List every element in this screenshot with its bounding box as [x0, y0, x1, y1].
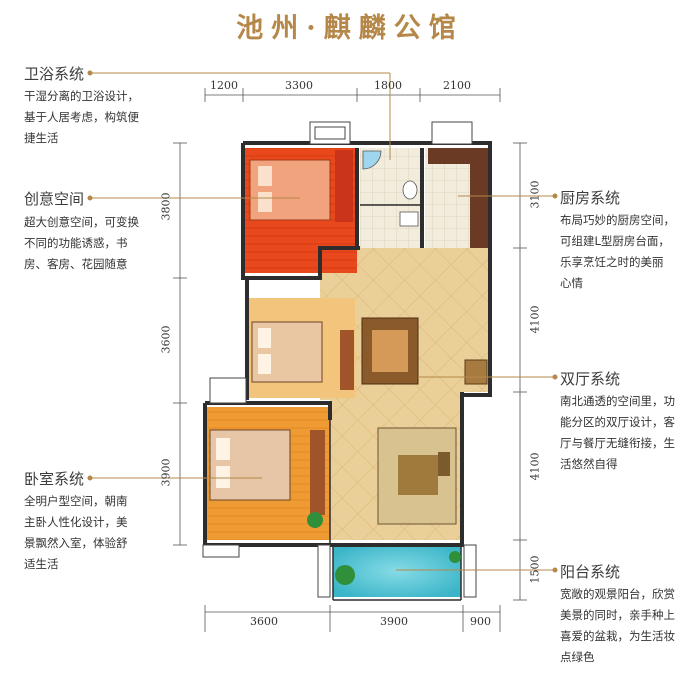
leader-dots	[87, 70, 558, 573]
bed-creative-room	[249, 150, 353, 222]
balcony-floor	[333, 545, 461, 597]
section-text-line: 房、客房、花园随意	[24, 257, 128, 271]
section-title-double-hall: 双厅系统	[560, 370, 621, 388]
bed-master-bedroom	[209, 429, 325, 515]
dimension-lines-bottom	[204, 605, 501, 632]
dimension-label-bottom: 3600	[250, 615, 278, 628]
section-text-line: 基于人居考虑，构筑便	[24, 110, 139, 124]
section-text-line: 活悠然自得	[560, 457, 618, 471]
balcony-plants	[307, 512, 461, 585]
section-text-line: 心情	[560, 276, 583, 290]
dimension-label-left: 3800	[159, 192, 173, 221]
dimension-lines-top	[204, 88, 501, 102]
section-text-line: 布局巧妙的厨房空间，	[560, 213, 675, 227]
section-text-line: 适生活	[24, 557, 59, 571]
dimension-label-bottom: 900	[470, 615, 491, 628]
dimension-lines-right	[513, 142, 527, 601]
section-text-line: 厅与餐厅无缝衔接，生	[560, 436, 675, 450]
section-title-creative-space: 创意空间	[24, 190, 85, 208]
section-title-kitchen: 厨房系统	[560, 189, 621, 207]
dimension-label-top: 3300	[285, 79, 313, 92]
section-text-line: 乐享烹饪之时的美丽	[560, 255, 664, 269]
bathroom-fixtures	[362, 150, 419, 227]
windows	[202, 121, 477, 598]
section-text-line: 主卧人性化设计，美	[24, 515, 128, 529]
section-text-line: 能分区的双厅设计，客	[560, 415, 675, 429]
section-text-balcony: 宽敞的观景阳台，欣赏 美景的同时，亲手种上 喜爱的盆栽，为生活妆 点绿色	[560, 584, 675, 668]
dimension-label-left: 3900	[159, 458, 173, 487]
section-text-line: 可组建L型厨房台面，	[560, 234, 670, 248]
dimension-label-right: 4100	[528, 452, 542, 481]
kitchen-counters	[428, 148, 488, 248]
section-text-line: 景飘然入室，体验舒	[24, 536, 128, 550]
section-text-line: 超大创意空间，可变换	[24, 215, 139, 229]
section-title-balcony: 阳台系统	[560, 563, 621, 581]
section-text-line: 点绿色	[560, 650, 595, 664]
dimension-label-top: 1800	[374, 79, 402, 92]
page-title: 池州·麒麟公馆	[236, 13, 464, 44]
section-text-creative-space: 超大创意空间，可变换 不同的功能诱惑，书 房、客房、花园随意	[24, 212, 139, 275]
leader-lines	[90, 72, 555, 571]
dining-table	[361, 317, 419, 385]
section-text-line: 宽敞的观景阳台，欣赏	[560, 587, 675, 601]
dimension-label-right: 1500	[528, 555, 542, 584]
dimension-label-right: 3100	[528, 180, 542, 209]
bed-second-bedroom	[251, 321, 354, 390]
section-text-kitchen: 布局巧妙的厨房空间， 可组建L型厨房台面， 乐享烹饪之时的美丽 心情	[560, 210, 675, 294]
section-text-bathroom: 干湿分离的卫浴设计， 基于人居考虑，构筑便 捷生活	[24, 86, 139, 149]
dimension-label-left: 3600	[159, 325, 173, 354]
dimension-lines-left	[173, 142, 187, 546]
dimension-label-bottom: 3900	[380, 615, 408, 628]
section-text-line: 不同的功能诱惑，书	[24, 236, 128, 250]
section-text-line: 捷生活	[24, 131, 59, 145]
section-text-line: 南北通透的空间里，功	[560, 394, 675, 408]
section-text-line: 喜爱的盆栽，为生活妆	[560, 629, 675, 643]
section-title-bathroom: 卫浴系统	[24, 65, 85, 83]
section-text-double-hall: 南北通透的空间里，功 能分区的双厅设计，客 厅与餐厅无缝衔接，生 活悠然自得	[560, 391, 675, 475]
section-title-bedroom: 卧室系统	[24, 470, 85, 488]
dimension-label-top: 1200	[210, 79, 238, 92]
living-sofa-set	[377, 427, 457, 525]
entry-rug	[464, 359, 488, 385]
section-text-line: 干湿分离的卫浴设计，	[24, 89, 139, 103]
section-text-line: 全明户型空间，朝南	[24, 494, 128, 508]
section-text-line: 美景的同时，亲手种上	[560, 608, 675, 622]
dimension-label-right: 4100	[528, 305, 542, 334]
thin-walls	[329, 204, 462, 601]
dimension-label-top: 2100	[443, 79, 471, 92]
section-text-bedroom: 全明户型空间，朝南 主卧人性化设计，美 景飘然入室，体验舒 适生活	[24, 491, 128, 575]
